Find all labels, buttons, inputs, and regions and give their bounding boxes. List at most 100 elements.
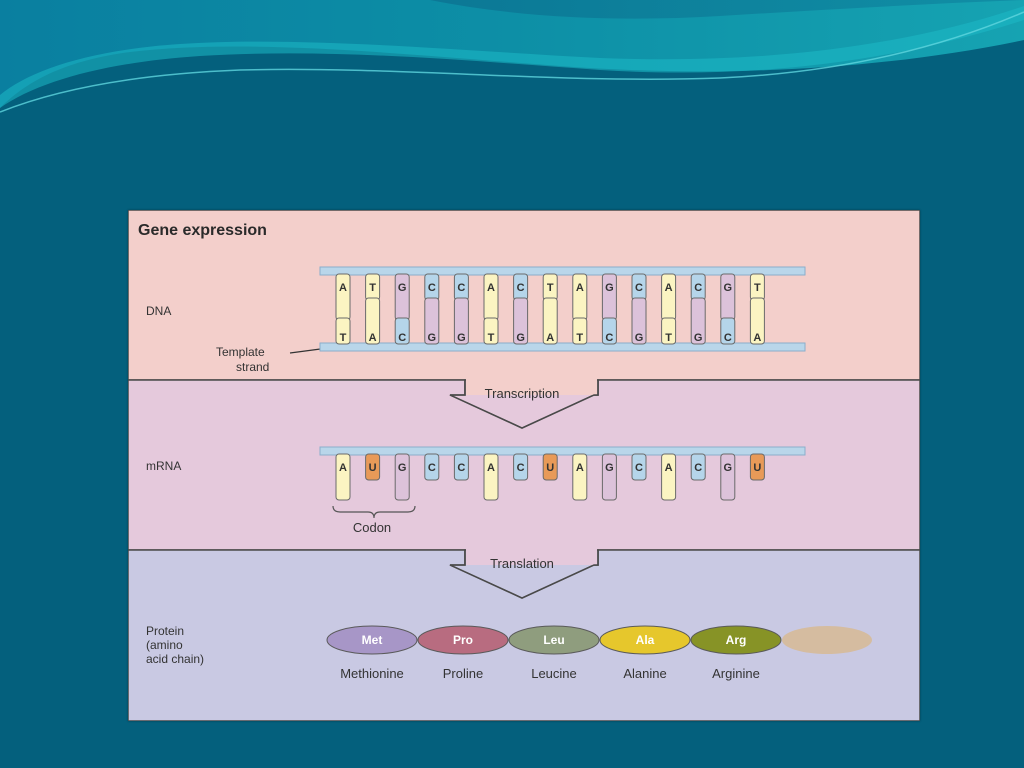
mrna-base-peg xyxy=(720,453,736,501)
dna-template-base-letter: G xyxy=(428,332,437,344)
dna-template-base-peg xyxy=(483,317,499,345)
mrna-base: G xyxy=(720,453,736,501)
protein-label-line3: acid chain) xyxy=(146,652,204,666)
mrna-base: U xyxy=(542,453,558,481)
mrna-base: U xyxy=(365,453,381,481)
transcription-arrow-outline xyxy=(449,380,599,429)
transcription-label: Transcription xyxy=(485,386,560,401)
dna-coding-base: T xyxy=(542,273,558,301)
amino-acid-name: Methionine xyxy=(340,666,404,681)
amino-acid-chain: MetMethionineProProlineLeuLeucineAlaAlan… xyxy=(326,625,872,681)
dna-template-base-letter: T xyxy=(340,332,347,344)
dna-coding-base: T xyxy=(365,273,381,301)
dna-coding-base: G xyxy=(720,273,736,321)
dna-coding-base: C xyxy=(513,273,529,301)
dna-coding-base-peg xyxy=(661,273,677,321)
amino-acid-name: Arginine xyxy=(712,666,760,681)
dna-template-base-letter: T xyxy=(665,332,672,344)
dna-template-base-peg xyxy=(661,317,677,345)
dna-template-base-letter: G xyxy=(457,332,466,344)
dna-template-base: G xyxy=(424,297,440,345)
dna-coding-base-letter: C xyxy=(635,282,643,294)
wave-banner xyxy=(0,0,1024,113)
mrna-base-letter: C xyxy=(635,462,643,474)
amino-acid-name: Leucine xyxy=(531,666,577,681)
dna-coding-base-letter: T xyxy=(369,282,376,294)
dna-coding-base-letter: T xyxy=(547,282,554,294)
mrna-base: C xyxy=(453,453,469,481)
dna-coding-base: C xyxy=(631,273,647,301)
amino-acid-abbr: Ala xyxy=(636,633,655,647)
dna-template-base-peg xyxy=(749,297,765,345)
mrna-base-peg xyxy=(394,453,410,501)
mrna-base-letter: U xyxy=(753,462,761,474)
amino-acid-name: Proline xyxy=(443,666,483,681)
dna-template-base-letter: C xyxy=(398,332,406,344)
mrna-base-peg xyxy=(601,453,617,501)
dna-template-base-letter: T xyxy=(576,332,583,344)
dna-template-base-letter: C xyxy=(605,332,613,344)
dna-template-base: T xyxy=(483,317,499,345)
dna-coding-base: C xyxy=(424,273,440,301)
mrna-base-letter: G xyxy=(724,462,733,474)
dna-template-base-letter: A xyxy=(753,332,761,344)
mrna-base: G xyxy=(394,453,410,501)
mrna-base-peg xyxy=(631,453,647,481)
dna-template-base: G xyxy=(631,297,647,345)
amino-acid-abbr: Met xyxy=(362,633,383,647)
mrna-base: C xyxy=(424,453,440,481)
dna-template-base-peg xyxy=(690,297,706,345)
dna-coding-base-letter: T xyxy=(754,282,761,294)
dna-coding-base: T xyxy=(749,273,765,301)
mrna-base: A xyxy=(661,453,677,501)
dna-coding-base-letter: G xyxy=(398,282,407,294)
template-label-line1: Template xyxy=(216,345,265,359)
amino-acid-oval xyxy=(599,625,691,655)
mrna-base: C xyxy=(513,453,529,481)
dna-template-base-letter: A xyxy=(546,332,554,344)
mrna-base-peg xyxy=(661,453,677,501)
dna-coding-base-peg xyxy=(601,273,617,321)
dna-coding-base-letter: C xyxy=(428,282,436,294)
dna-template-base-peg xyxy=(335,317,351,345)
mrna-base-peg xyxy=(572,453,588,501)
mrna-base-peg xyxy=(542,453,558,481)
dna-template-base: A xyxy=(749,297,765,345)
mrna-base: C xyxy=(690,453,706,481)
amino-acid-oval xyxy=(690,625,782,655)
dna-coding-base-peg xyxy=(483,273,499,321)
mrna-base: G xyxy=(601,453,617,501)
dna-label: DNA xyxy=(146,304,171,318)
mrna-backbone xyxy=(319,446,806,456)
mrna-base-peg xyxy=(690,453,706,481)
dna-coding-base-letter: C xyxy=(694,282,702,294)
translation-arrow-body xyxy=(466,548,597,565)
dna-coding-base-letter: A xyxy=(339,282,347,294)
dna-template-base: T xyxy=(572,317,588,345)
mrna-base: A xyxy=(483,453,499,501)
dna-coding-base-letter: G xyxy=(724,282,733,294)
dna-coding-base-letter: C xyxy=(517,282,525,294)
amino-acid-oval xyxy=(782,626,872,654)
dna-template-base-peg xyxy=(365,297,381,345)
mrna-base-peg xyxy=(749,453,765,481)
dna-coding-base-peg xyxy=(335,273,351,321)
mrna-base-letter: U xyxy=(369,462,377,474)
mrna-base: A xyxy=(335,453,351,501)
protein-label-line1: Protein xyxy=(146,624,184,638)
template-label-line2: strand xyxy=(236,360,269,374)
dna-template-base: G xyxy=(453,297,469,345)
mrna-base-peg xyxy=(365,453,381,481)
dna-coding-base-peg xyxy=(720,273,736,321)
dna-coding-base-peg xyxy=(572,273,588,321)
dna-template-base-peg xyxy=(453,297,469,345)
dna-template-base-letter: G xyxy=(516,332,525,344)
amino-acid-name: Alanine xyxy=(623,666,666,681)
mrna-base-letter: C xyxy=(457,462,465,474)
mrna-base-letter: A xyxy=(487,462,495,474)
